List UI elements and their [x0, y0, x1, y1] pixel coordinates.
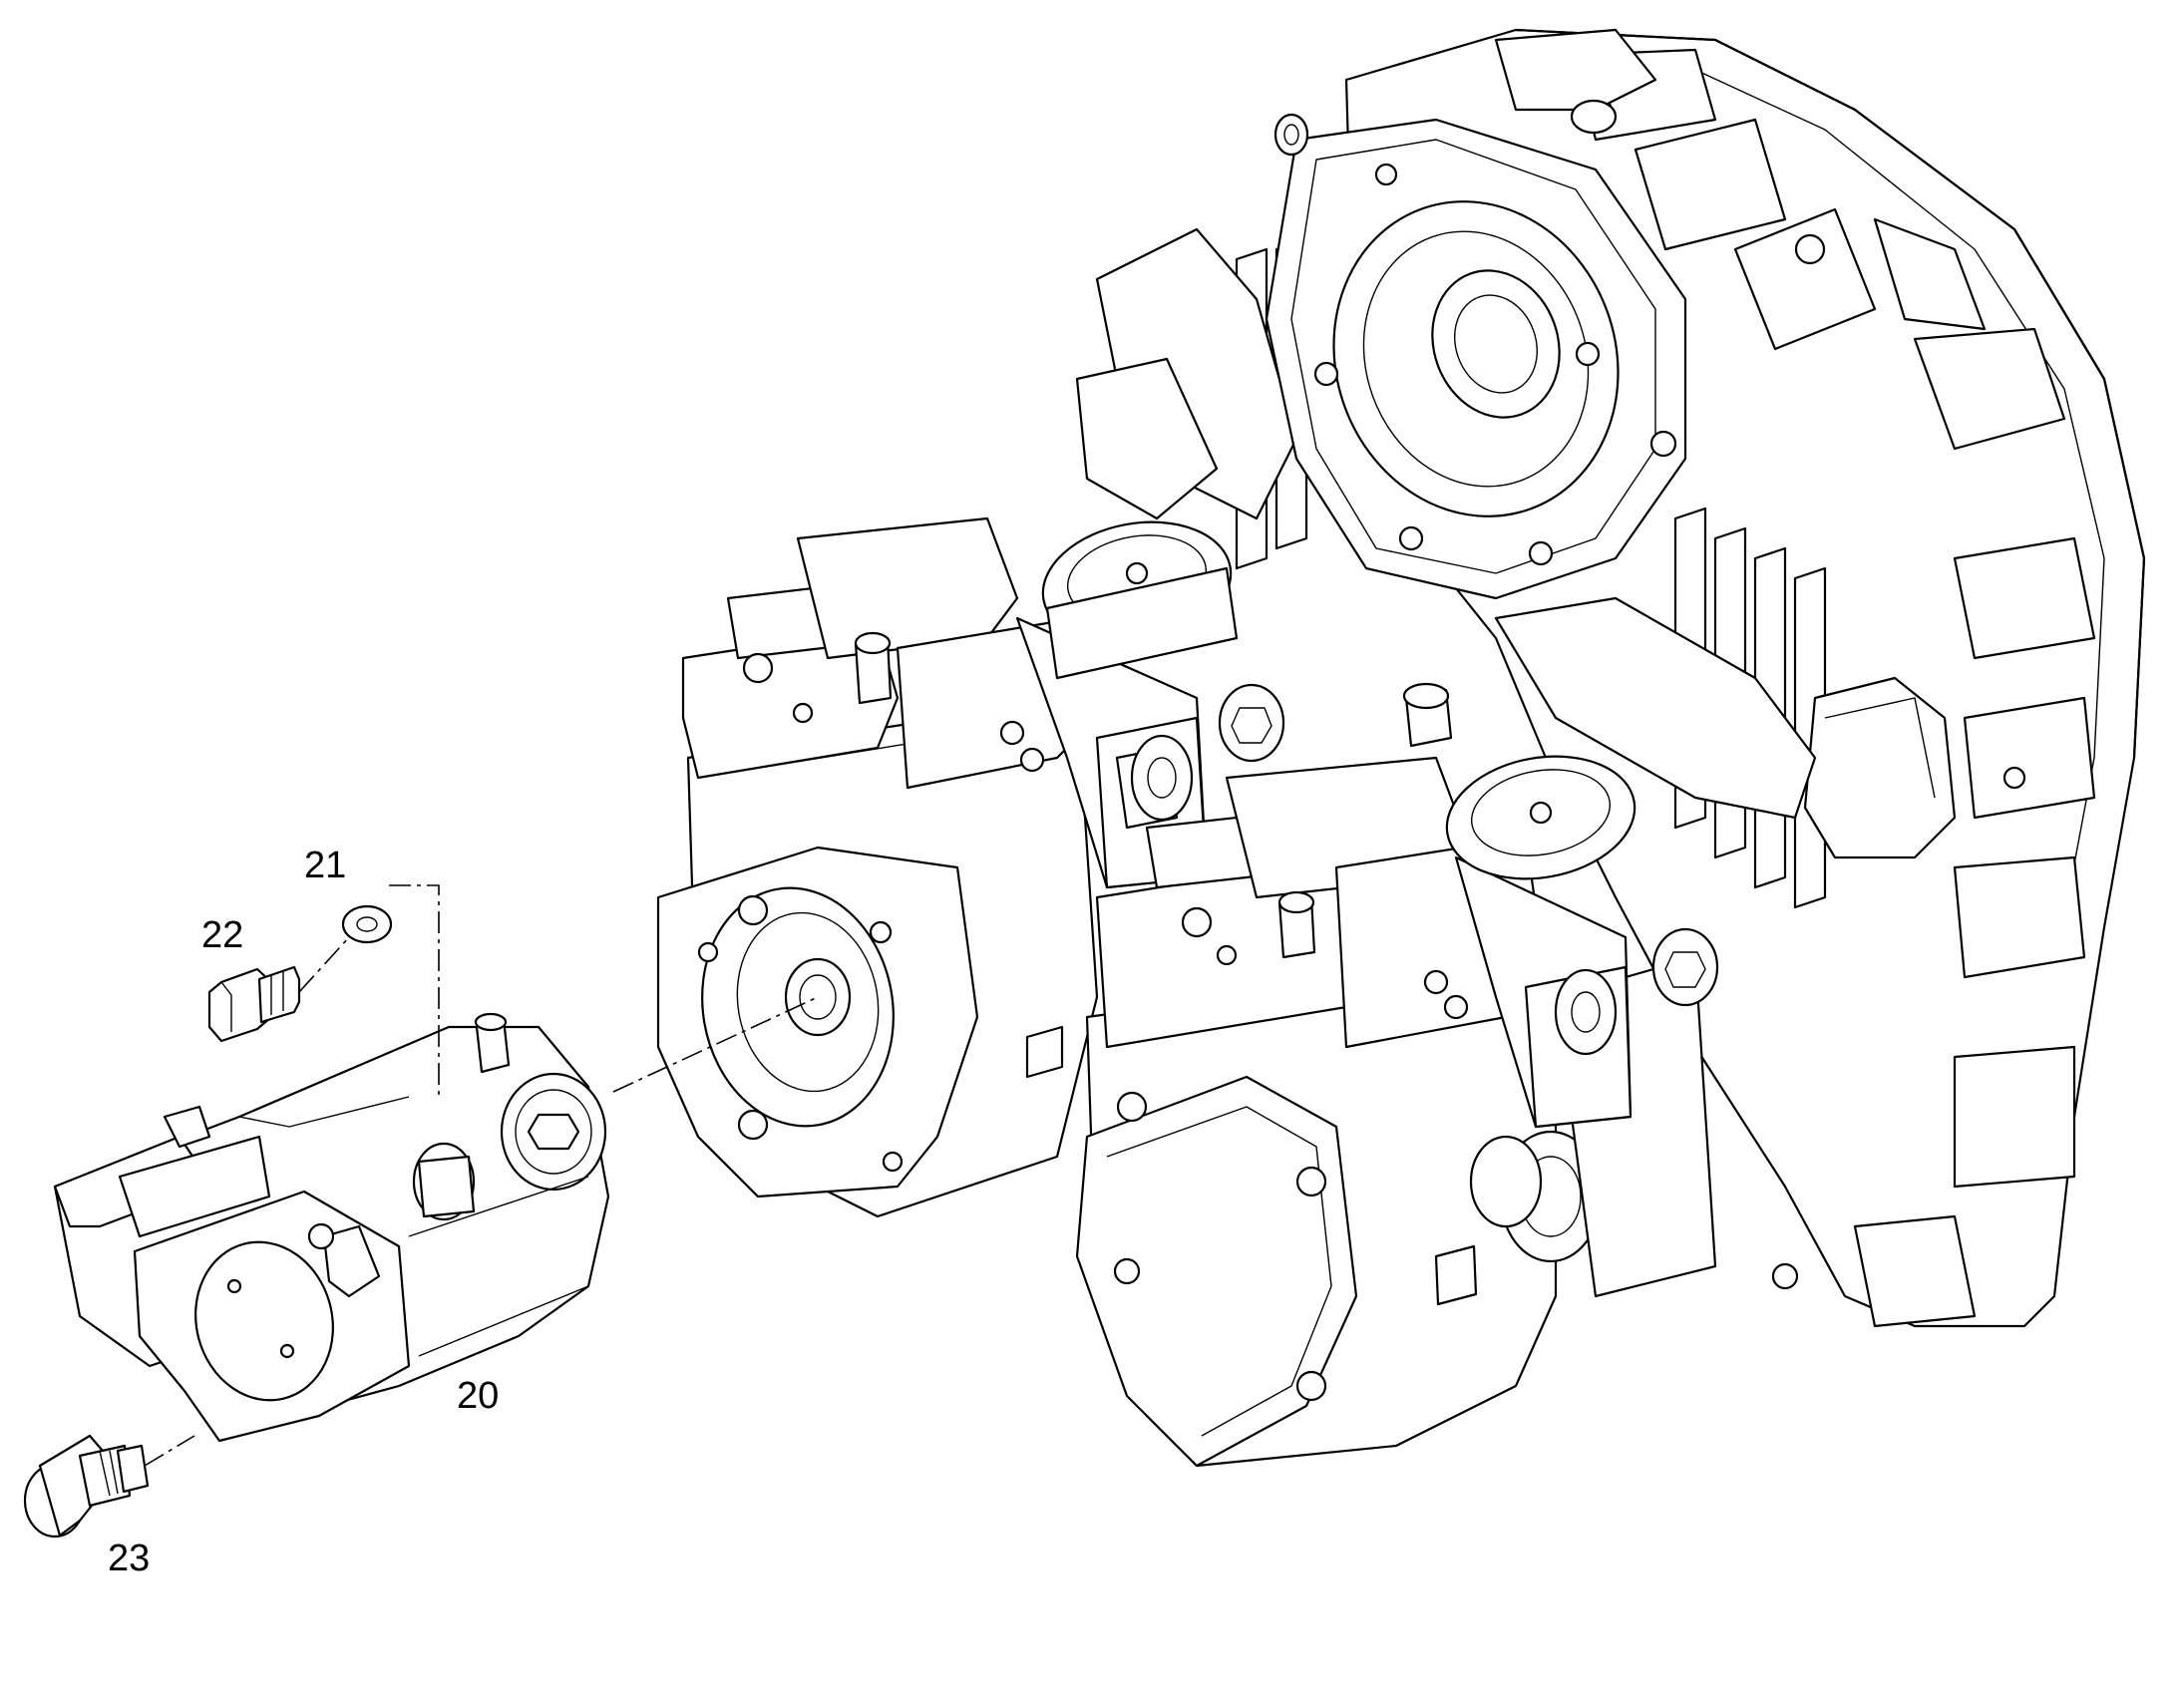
- upper-pump-assembly: [656, 516, 1285, 1218]
- pto-flange: [1265, 28, 1687, 600]
- part-21-washer: [341, 904, 393, 944]
- assembly-centerlines: [144, 884, 819, 1467]
- part-23-fitting: [23, 1434, 150, 1538]
- callout-23: 23: [108, 1537, 150, 1579]
- callout-20: 20: [457, 1375, 499, 1417]
- callout-22: 22: [201, 914, 243, 956]
- part-20-pump: [53, 1012, 610, 1443]
- lower-pump-assembly: [1075, 682, 1719, 1468]
- callout-21: 21: [304, 845, 346, 886]
- part-22-bolt: [207, 965, 301, 1043]
